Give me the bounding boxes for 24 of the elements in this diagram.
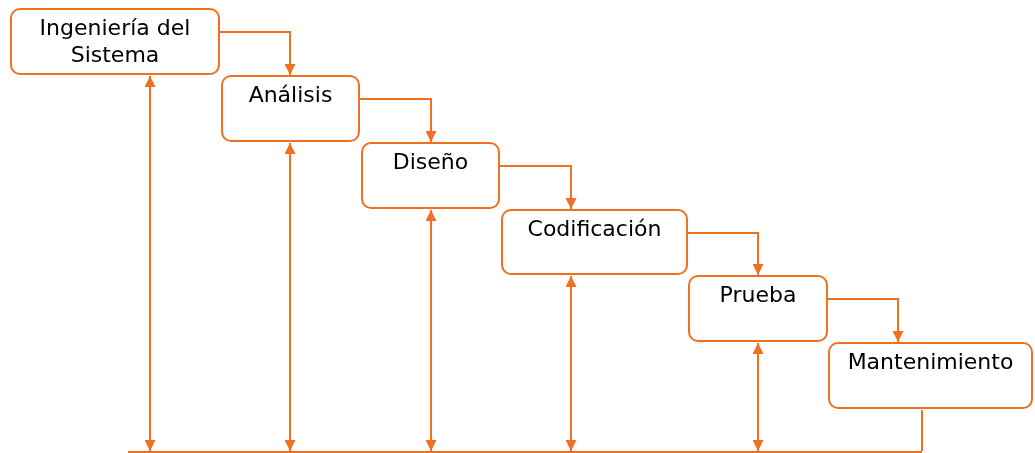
box-label: Ingeniería del Sistema xyxy=(38,14,192,68)
arrow xyxy=(144,75,156,452)
box-label: Diseño xyxy=(391,148,470,175)
process-box xyxy=(688,275,828,342)
connector-line xyxy=(921,409,923,452)
baseline-bar xyxy=(128,451,922,453)
arrow xyxy=(284,142,296,452)
box-label: Mantenimiento xyxy=(846,348,1015,375)
box-label: Prueba xyxy=(718,281,798,308)
arrow xyxy=(687,232,764,276)
arrow xyxy=(359,98,437,143)
process-box xyxy=(10,8,220,75)
arrow xyxy=(565,275,577,452)
arrow xyxy=(827,298,904,343)
arrow xyxy=(219,31,296,76)
box-label: Codificación xyxy=(526,215,663,242)
process-box xyxy=(361,142,500,209)
process-box xyxy=(221,75,360,142)
arrow xyxy=(425,209,437,452)
arrow xyxy=(499,165,577,210)
arrow xyxy=(752,342,764,452)
box-label: Análisis xyxy=(247,81,334,108)
process-box xyxy=(501,209,688,275)
process-box xyxy=(828,342,1033,409)
